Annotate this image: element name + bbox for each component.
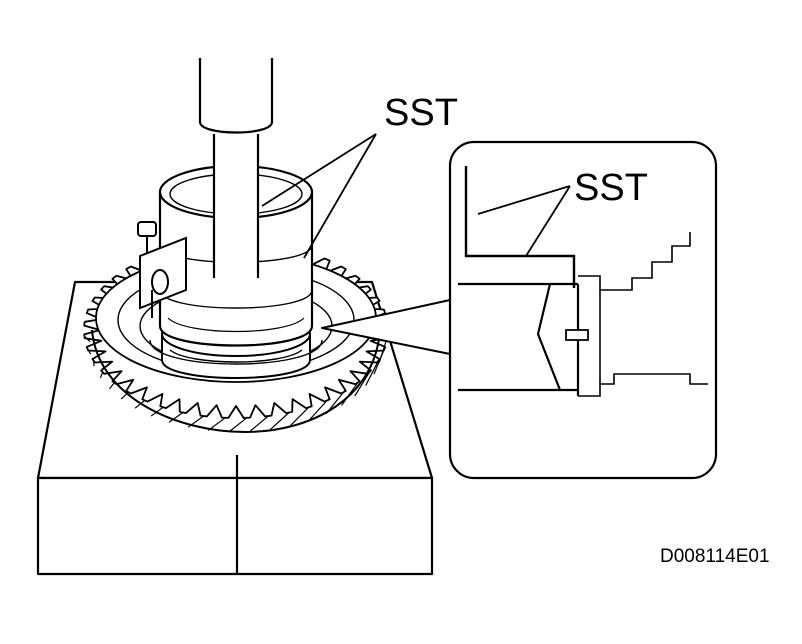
gear-helix-line — [120, 391, 129, 400]
gear-helix-line — [207, 417, 226, 431]
gear-body — [91, 329, 381, 434]
press-ram — [198, 58, 274, 278]
detail-gear-profile — [578, 232, 708, 397]
gear-helix-line — [150, 406, 164, 417]
gear-helix-line — [325, 391, 344, 415]
gear-helix-line — [83, 335, 91, 343]
detail-inset: SST — [448, 140, 718, 480]
gear-helix-line — [249, 415, 269, 433]
retaining-clip — [137, 221, 187, 318]
gear-helix-line — [341, 382, 359, 406]
detail-sst-section — [464, 166, 576, 288]
detail-frame — [448, 140, 718, 480]
gear-helix-line — [228, 417, 248, 433]
gear-helix-line — [93, 360, 95, 367]
gear-helix-line — [109, 382, 115, 390]
gear-helix-line — [365, 360, 379, 386]
gear-helix-line — [187, 415, 205, 428]
gear-helix-lines — [83, 335, 389, 433]
sst-detail-label: SST — [574, 167, 648, 209]
gear-helix-line — [86, 348, 92, 355]
gear-helix-line — [99, 371, 104, 379]
sst-main-label: SST — [384, 92, 458, 134]
detail-key — [565, 329, 589, 341]
gear-helix-line — [308, 399, 328, 421]
detail-pointer — [321, 299, 451, 355]
gear-helix-line — [354, 371, 370, 397]
gear-helix-line — [134, 399, 146, 409]
gear-helix-line — [289, 406, 310, 427]
gear-helix-line — [168, 412, 184, 423]
gear-helix-line — [373, 348, 386, 375]
figure-code: D008114E01 — [660, 546, 770, 567]
gear-helix-line — [269, 412, 290, 431]
sst-main-callout: SST — [261, 92, 458, 259]
